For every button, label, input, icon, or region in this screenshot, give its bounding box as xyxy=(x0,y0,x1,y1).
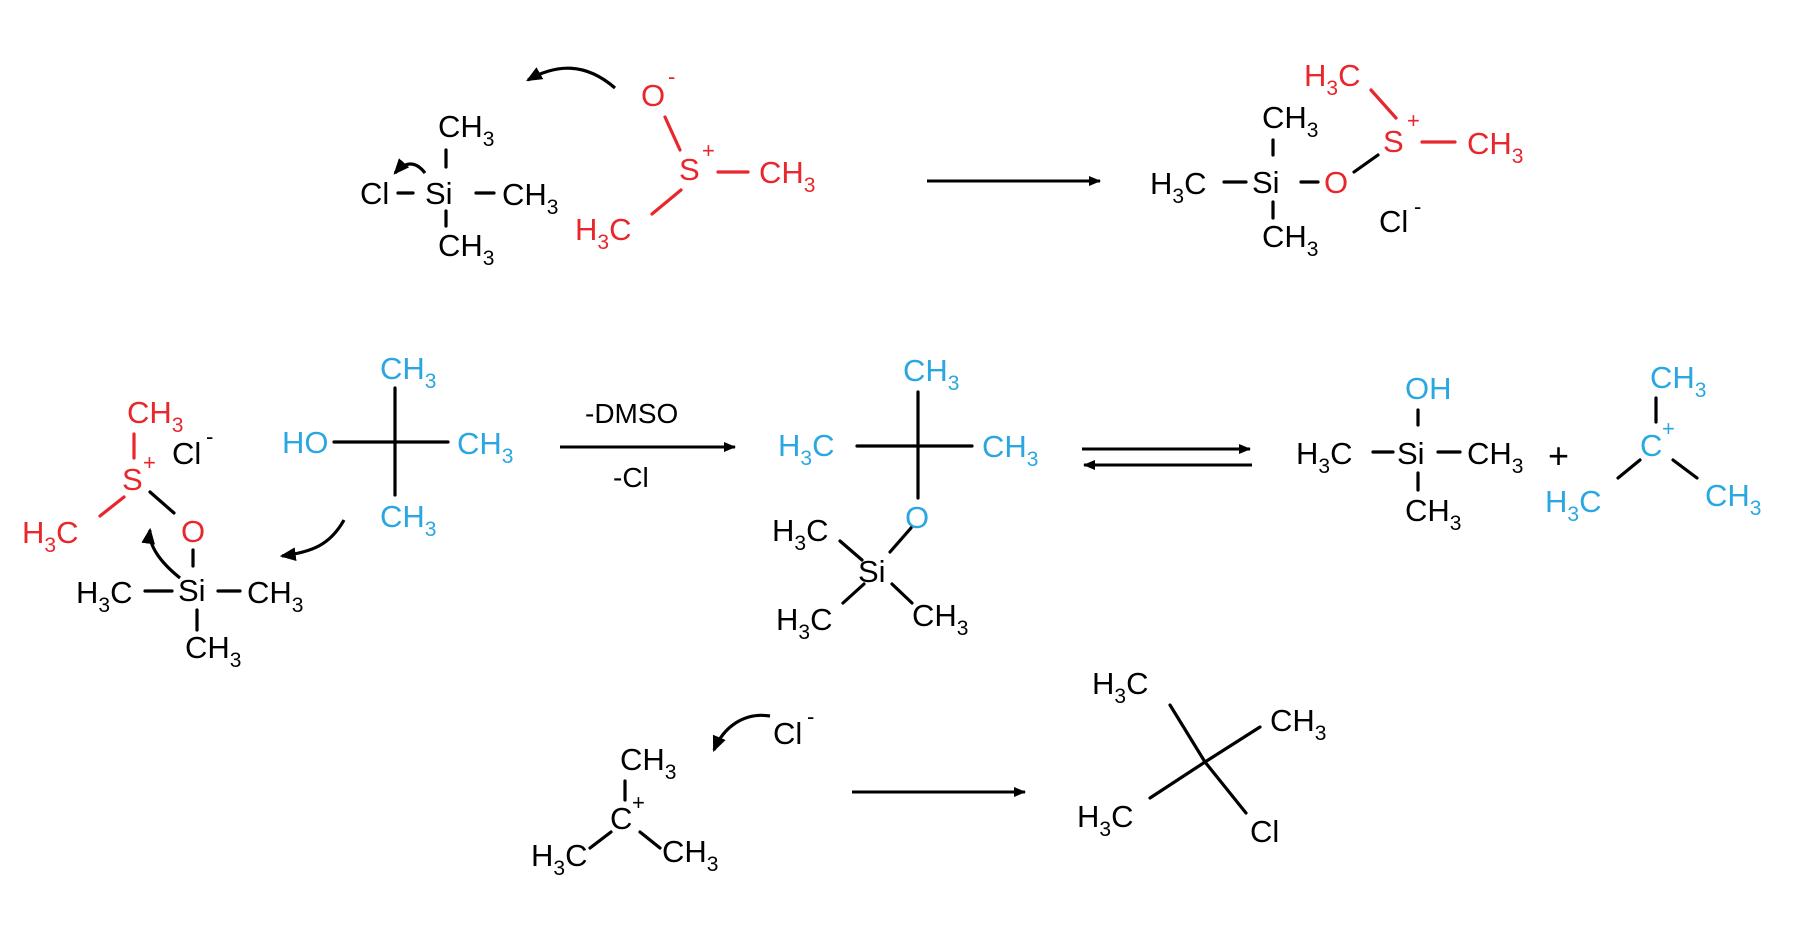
curly-arrow-o-to-si xyxy=(526,66,617,90)
methyl-left: H3C xyxy=(575,212,631,254)
atom-label: H3C xyxy=(778,428,834,470)
atom-label: H3C xyxy=(1304,58,1360,100)
atom-label: H3C xyxy=(22,515,78,557)
silyloxysulfonium-chloride: H3C Si CH3 CH3 O S + H3C CH3 Cl - xyxy=(1150,58,1523,261)
atom-label: - xyxy=(1414,194,1421,219)
chloride-ion: Cl xyxy=(1379,204,1408,239)
curly-arrow-oh-to-si xyxy=(279,519,346,561)
atom-o: O xyxy=(1324,165,1348,200)
chloride-nucleophile: Cl - xyxy=(773,704,814,751)
step-2: CH3 S + H3C O Cl - Si H3C CH3 CH3 CH3 xyxy=(22,351,1761,672)
methyl-top: CH3 xyxy=(438,109,494,151)
atom-label: + xyxy=(1407,108,1420,133)
tert-butyl-silyl-ether: CH3 H3C CH3 O Si H3C H3C CH3 xyxy=(772,353,1038,644)
atom-label: H3C xyxy=(1296,436,1352,478)
dmso-reactant: O - S + CH3 H3C xyxy=(575,64,815,254)
atom-s: S xyxy=(122,462,143,497)
atom-s: S xyxy=(679,152,700,187)
atom-label: CH3 xyxy=(127,395,183,437)
atom-si: Si xyxy=(1252,165,1280,200)
atom-label: CH3 xyxy=(1705,478,1761,520)
step-3: CH3 C + H3C CH3 Cl - H3C CH3 H3C Cl xyxy=(531,666,1326,880)
atom-label: CH3 xyxy=(1405,493,1461,535)
silyloxysulfonium-reactant: CH3 S + H3C O Cl - Si H3C CH3 CH3 xyxy=(22,395,303,672)
hydroxyl: OH xyxy=(1405,371,1452,406)
atom-label: CH3 xyxy=(185,630,241,672)
curly-arrow-si-o xyxy=(141,527,181,580)
atom-label: CH3 xyxy=(1262,100,1318,142)
atom-label: CH3 xyxy=(1650,360,1706,402)
step-1: Cl Si CH3 CH3 CH3 O - S + CH3 H3C H3C xyxy=(360,58,1523,270)
atom-c: C xyxy=(1640,428,1662,463)
atom-label: H3C xyxy=(772,513,828,555)
atom-label: CH3 xyxy=(380,499,436,541)
atom-label: CH3 xyxy=(1467,436,1523,478)
tert-butyl-chloride: H3C CH3 H3C Cl xyxy=(1077,666,1326,849)
reagent-chloride: -Cl xyxy=(613,462,649,493)
atom-o: O xyxy=(181,514,205,549)
atom-cl: Cl xyxy=(360,176,389,211)
reagent-dmso: -DMSO xyxy=(585,398,678,429)
atom-label: CH3 xyxy=(457,426,513,468)
atom-si: Si xyxy=(1397,436,1425,471)
curly-arrow-si-cl xyxy=(393,158,427,175)
trimethylsilanol: OH H3C Si CH3 CH3 xyxy=(1296,371,1523,535)
methyl-right: CH3 xyxy=(759,155,815,197)
atom-label: H3C xyxy=(1077,799,1133,841)
atom-o: O xyxy=(641,78,665,113)
methyl-right: CH3 xyxy=(502,177,558,219)
tert-butyl-cation-blue: CH3 C + H3C CH3 xyxy=(1545,360,1761,526)
atom-label: CH3 xyxy=(1262,219,1318,261)
atom-si: Si xyxy=(178,573,206,608)
atom-label: H3C xyxy=(531,838,587,880)
atom-label: CH3 xyxy=(247,575,303,617)
curly-arrow-cl-to-c xyxy=(712,713,771,753)
atom-label: CH3 xyxy=(1467,126,1523,168)
tert-butanol: CH3 HO CH3 CH3 xyxy=(282,351,513,541)
atom-label: CH3 xyxy=(903,353,959,395)
atom-label: CH3 xyxy=(1270,703,1326,745)
atom-s: S xyxy=(1383,124,1404,159)
atom-label: + xyxy=(702,138,715,163)
atom-label: CH3 xyxy=(662,834,718,876)
hydroxyl: HO xyxy=(282,425,329,460)
atom-label: CH3 xyxy=(620,742,676,784)
atom-label: H3C xyxy=(1092,666,1148,708)
atom-label: H3C xyxy=(776,602,832,644)
trimethylsilyl-chloride: Cl Si CH3 CH3 CH3 xyxy=(360,109,558,270)
atom-cl: Cl xyxy=(1250,814,1279,849)
atom-label: + xyxy=(143,450,156,475)
chloride-ion: Cl xyxy=(172,436,201,471)
atom-label: + xyxy=(632,790,645,815)
atom-label: H3C xyxy=(1150,166,1206,208)
atom-label: - xyxy=(668,64,675,89)
atom-label: - xyxy=(807,704,814,729)
atom-si: Si xyxy=(425,176,453,211)
atom-label: CH3 xyxy=(380,351,436,393)
atom-c: C xyxy=(610,801,632,836)
equilibrium-arrows xyxy=(1082,444,1252,470)
tert-butyl-cation: CH3 C + H3C CH3 xyxy=(531,742,718,880)
atom-label: CH3 xyxy=(912,598,968,640)
atom-label: H3C xyxy=(76,575,132,617)
atom-label: - xyxy=(206,424,213,449)
atom-label: H3C xyxy=(1545,484,1601,526)
methyl-bottom: CH3 xyxy=(438,228,494,270)
atom-label: CH3 xyxy=(982,429,1038,471)
atom-label: Cl xyxy=(773,716,802,751)
atom-label: + xyxy=(1662,416,1675,441)
plus-sign: + xyxy=(1548,435,1569,476)
